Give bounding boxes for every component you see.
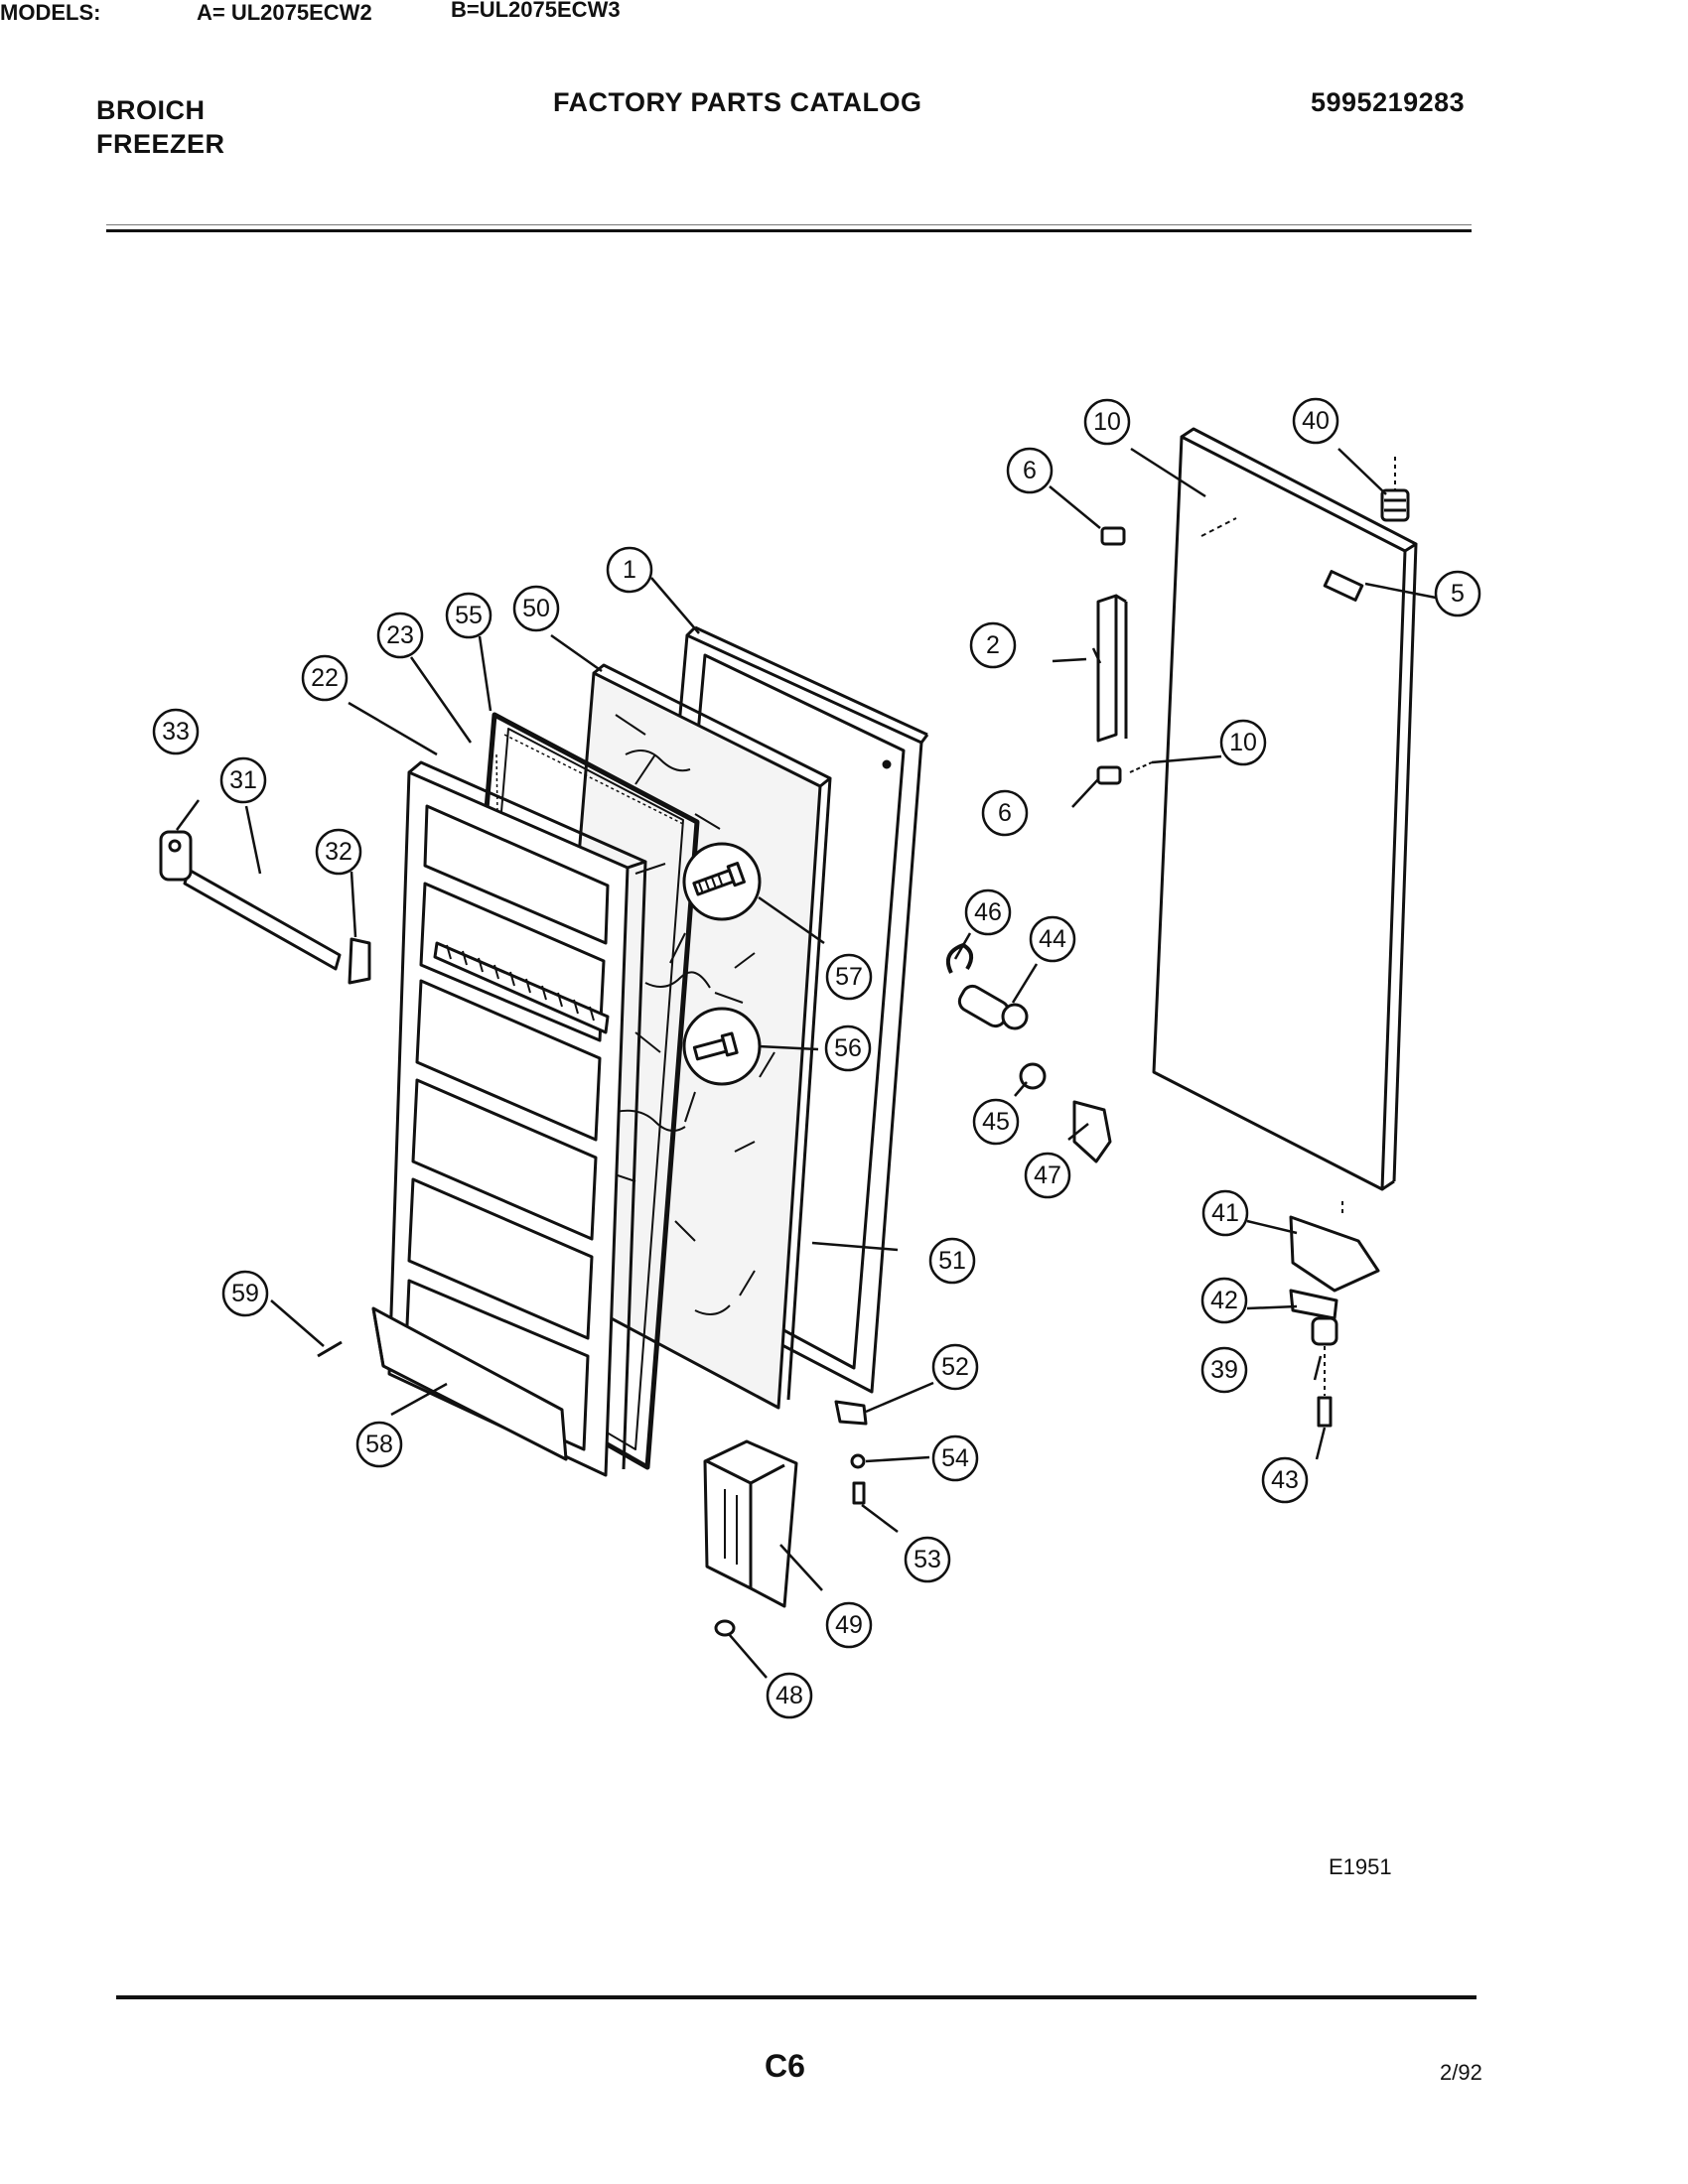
brand-name: BROICH FREEZER: [96, 93, 225, 161]
callout-5: 5: [1451, 580, 1465, 608]
top-hinge-parts: [1096, 457, 1410, 785]
catalog-title: FACTORY PARTS CATALOG: [553, 87, 922, 117]
header-rule: [106, 229, 1472, 232]
callout-40: 40: [1302, 407, 1330, 435]
callout-1: 1: [623, 556, 636, 584]
callout-55: 55: [455, 602, 483, 629]
revision-date: 2/92: [1440, 2060, 1482, 2085]
door-inner-liner: [387, 760, 647, 1477]
callout-54: 54: [941, 1444, 969, 1472]
callout-22: 22: [311, 664, 339, 692]
callout-59: 59: [231, 1280, 259, 1307]
callout-52: 52: [941, 1353, 969, 1381]
screw-detail-circles: [682, 842, 762, 1086]
brand-line1: BROICH: [96, 95, 206, 125]
callout-32: 32: [325, 838, 352, 866]
callout-10-middle: 10: [1229, 729, 1257, 756]
callout-6-top: 6: [1023, 457, 1037, 484]
callout-2: 2: [986, 631, 1000, 659]
callout-39: 39: [1210, 1356, 1238, 1384]
callout-42: 42: [1210, 1287, 1238, 1314]
header-rule-thin: [106, 224, 1472, 225]
handle-rail: [159, 830, 371, 985]
page-number: C6: [765, 2048, 805, 2084]
bottom-trim: [371, 1306, 568, 1461]
callout-47: 47: [1034, 1161, 1061, 1189]
callout-numbers: 1 2 5 6 6 10 10 22 23 31 32 33 39 40 41 …: [162, 407, 1465, 1709]
bottom-hinge-parts: [1289, 1201, 1380, 1428]
footer-rule: [116, 1995, 1477, 1999]
lock-assembly: [946, 943, 1112, 1163]
callout-6-bottom: 6: [998, 799, 1012, 827]
models-label: MODELS:: [0, 0, 101, 25]
leader-lines: [175, 447, 1437, 1679]
callout-51: 51: [938, 1247, 966, 1275]
brand-line2: FREEZER: [96, 129, 225, 159]
model-a: A= UL2075ECW2: [197, 0, 372, 25]
callout-49: 49: [835, 1611, 863, 1639]
callout-44: 44: [1039, 925, 1066, 953]
callout-48: 48: [775, 1682, 803, 1709]
callout-50: 50: [522, 595, 550, 622]
door-outer-panel: [1152, 427, 1418, 1191]
callout-58: 58: [365, 1431, 393, 1458]
lower-loose-parts: [317, 1340, 868, 1637]
callout-46: 46: [974, 898, 1002, 926]
figure-code: E1951: [1329, 1854, 1392, 1879]
catalog-number: 5995219283: [1311, 87, 1466, 117]
model-b: B=UL2075ECW3: [451, 0, 621, 22]
callout-43: 43: [1271, 1466, 1299, 1494]
callout-23: 23: [386, 621, 414, 649]
callout-10-top: 10: [1093, 408, 1121, 436]
callout-57: 57: [835, 963, 863, 991]
callout-41: 41: [1211, 1199, 1239, 1227]
callout-circles: [152, 397, 1481, 1719]
callout-53: 53: [914, 1546, 941, 1573]
callout-45: 45: [982, 1108, 1010, 1136]
callout-33: 33: [162, 718, 190, 746]
callout-56: 56: [834, 1034, 862, 1062]
callout-31: 31: [229, 766, 257, 794]
